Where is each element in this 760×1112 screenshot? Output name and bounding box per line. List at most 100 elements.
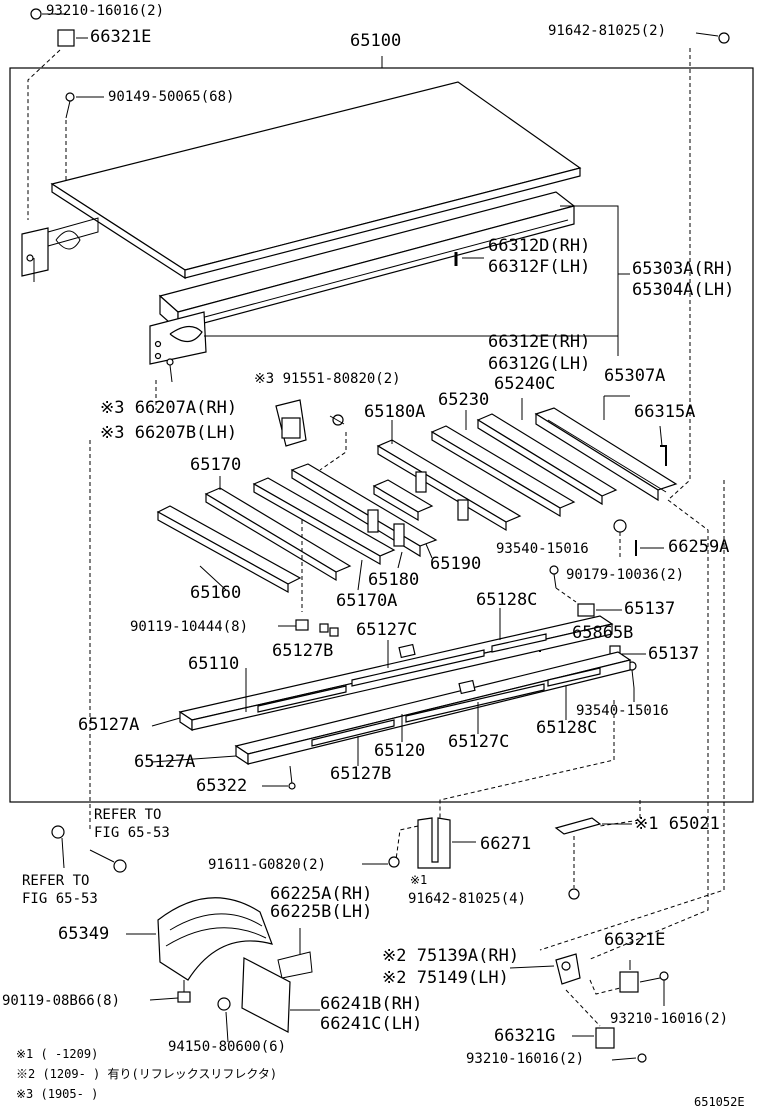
nail-90149 <box>65 92 104 119</box>
label-65170A: 65170A <box>336 591 398 611</box>
hinge-left <box>21 217 99 282</box>
label-66312D: 66312D(RH) <box>488 236 591 256</box>
bracket-66207A <box>275 399 307 447</box>
label-66321G: 66321G <box>494 1026 556 1046</box>
bolt-93210-bot <box>611 1053 647 1063</box>
label-75149: ※2 75149(LH) <box>382 968 509 988</box>
side-plate <box>149 311 207 365</box>
label-90119-10444: 90119-10444(8) <box>130 619 249 635</box>
label-65021: ※1 65021 <box>634 814 720 834</box>
strips-upper <box>257 633 547 713</box>
label-93540-a: 93540-15016 <box>496 541 589 557</box>
label-90149: 90149-50065(68) <box>108 89 235 105</box>
bolt-91642-bot <box>568 888 580 900</box>
label-91642-top: 91642-81025(2) <box>548 23 667 39</box>
label-93210-mid: 93210-16016(2) <box>610 1011 729 1027</box>
bolt-93210-top <box>30 8 66 20</box>
label-65127C-b: 65127C <box>448 732 510 752</box>
label-65190: 65190 <box>430 554 482 574</box>
hook-66312E <box>166 358 174 383</box>
bracket-65137-a <box>577 603 622 617</box>
label-75139A: ※2 75139A(RH) <box>382 946 520 966</box>
nut-90179 <box>613 519 627 560</box>
crossmember-65160 <box>156 505 302 594</box>
cushion-66321E-top <box>57 29 88 47</box>
label-66321E-top: 66321E <box>90 27 152 47</box>
label-note1-mark: ※1 <box>410 873 428 887</box>
label-65110: 65110 <box>188 654 240 674</box>
footnote-2: ※2 (1209- ) 有り(リフレックスリフレクタ) <box>16 1067 278 1081</box>
label-65180: 65180 <box>368 570 420 590</box>
label-66321E-bottom: 66321E <box>604 930 666 950</box>
label-66312F: 66312F(LH) <box>488 257 591 277</box>
cushion-66321G <box>565 989 615 1049</box>
crossmember-65180A <box>376 439 522 532</box>
label-fig-1: FIG 65-53 <box>94 825 170 841</box>
label-fig-2: FIG 65-53 <box>22 891 98 907</box>
label-90179: 90179-10036(2) <box>566 567 685 583</box>
strips-lower <box>311 667 601 747</box>
bolt-93210-mid <box>639 971 669 1006</box>
label-90119-08B66: 90119-08B66(8) <box>2 993 121 1009</box>
label-66312G: 66312G(LH) <box>488 354 591 374</box>
label-65127A-a: 65127A <box>78 715 140 735</box>
label-65160: 65160 <box>190 583 242 603</box>
stay-66225A <box>277 928 313 979</box>
footnote-3: ※3 (1905- ) <box>16 1087 99 1101</box>
label-65307A: 65307A <box>604 366 666 386</box>
label-65127C-a: 65127C <box>356 620 418 640</box>
label-65137-b: 65137 <box>648 644 700 664</box>
label-66259A: 66259A <box>668 537 730 557</box>
label-refer-2: REFER TO <box>22 873 90 889</box>
bolt-65322 <box>262 765 296 790</box>
crossmember-65307A <box>534 407 678 502</box>
label-65349: 65349 <box>58 924 110 944</box>
mudflap-66241B <box>241 957 320 1033</box>
label-65322: 65322 <box>196 776 248 796</box>
label-65100: 65100 <box>350 31 402 51</box>
label-66241C: 66241C(LH) <box>320 1014 423 1034</box>
clip-65127B <box>319 623 339 637</box>
mudguard-65349 <box>126 897 273 981</box>
label-65128C-b: 65128C <box>536 718 598 738</box>
deck-board-65100 <box>50 81 582 280</box>
label-65304A: 65304A(LH) <box>632 280 735 300</box>
side-rail-65303A <box>158 191 576 332</box>
label-66315A: 66315A <box>634 402 696 422</box>
bolt-91551 <box>329 414 345 426</box>
label-66241B: 66241B(RH) <box>320 994 423 1014</box>
label-66312E: 66312E(RH) <box>488 332 591 352</box>
label-93210-bot: 93210-16016(2) <box>466 1051 585 1067</box>
label-65230: 65230 <box>438 390 490 410</box>
label-66225A: 66225A(RH) <box>270 884 373 904</box>
label-65170: 65170 <box>190 455 242 475</box>
bolt-91642-top <box>695 32 730 44</box>
nut-94150 <box>217 997 231 1043</box>
label-66225B: 66225B(LH) <box>270 902 373 922</box>
label-65865B: 65865B <box>572 623 634 643</box>
bolt-90119-08B66 <box>149 980 191 1003</box>
label-91611: 91611-G0820(2) <box>208 857 327 873</box>
label-65128C-a: 65128C <box>476 590 538 610</box>
bolt-93540-a <box>549 565 577 603</box>
label-66207A: ※3 66207A(RH) <box>100 398 238 418</box>
label-65240C: 65240C <box>494 374 556 394</box>
crossmember-65180 <box>290 463 438 558</box>
label-66271: 66271 <box>480 834 532 854</box>
crossmember-65230 <box>430 425 576 518</box>
label-93210-top: 93210-16016(2) <box>46 3 165 19</box>
label-65180A: 65180A <box>364 402 426 422</box>
label-65120: 65120 <box>374 741 426 761</box>
crossmember-65170 <box>204 487 352 582</box>
label-65127B-b: 65127B <box>330 764 392 784</box>
label-65127A-b: 65127A <box>134 752 196 772</box>
label-91551: ※3 91551-80820(2) <box>254 371 401 387</box>
bolt-refer-2 <box>89 849 127 873</box>
label-65303A: 65303A(RH) <box>632 259 735 279</box>
bracket-65021 <box>554 817 632 888</box>
u-bracket-66271 <box>395 817 476 869</box>
crossmember-65170A <box>252 477 396 566</box>
reflector-75139A <box>509 953 581 985</box>
label-94150: 94150-80600(6) <box>168 1039 287 1055</box>
